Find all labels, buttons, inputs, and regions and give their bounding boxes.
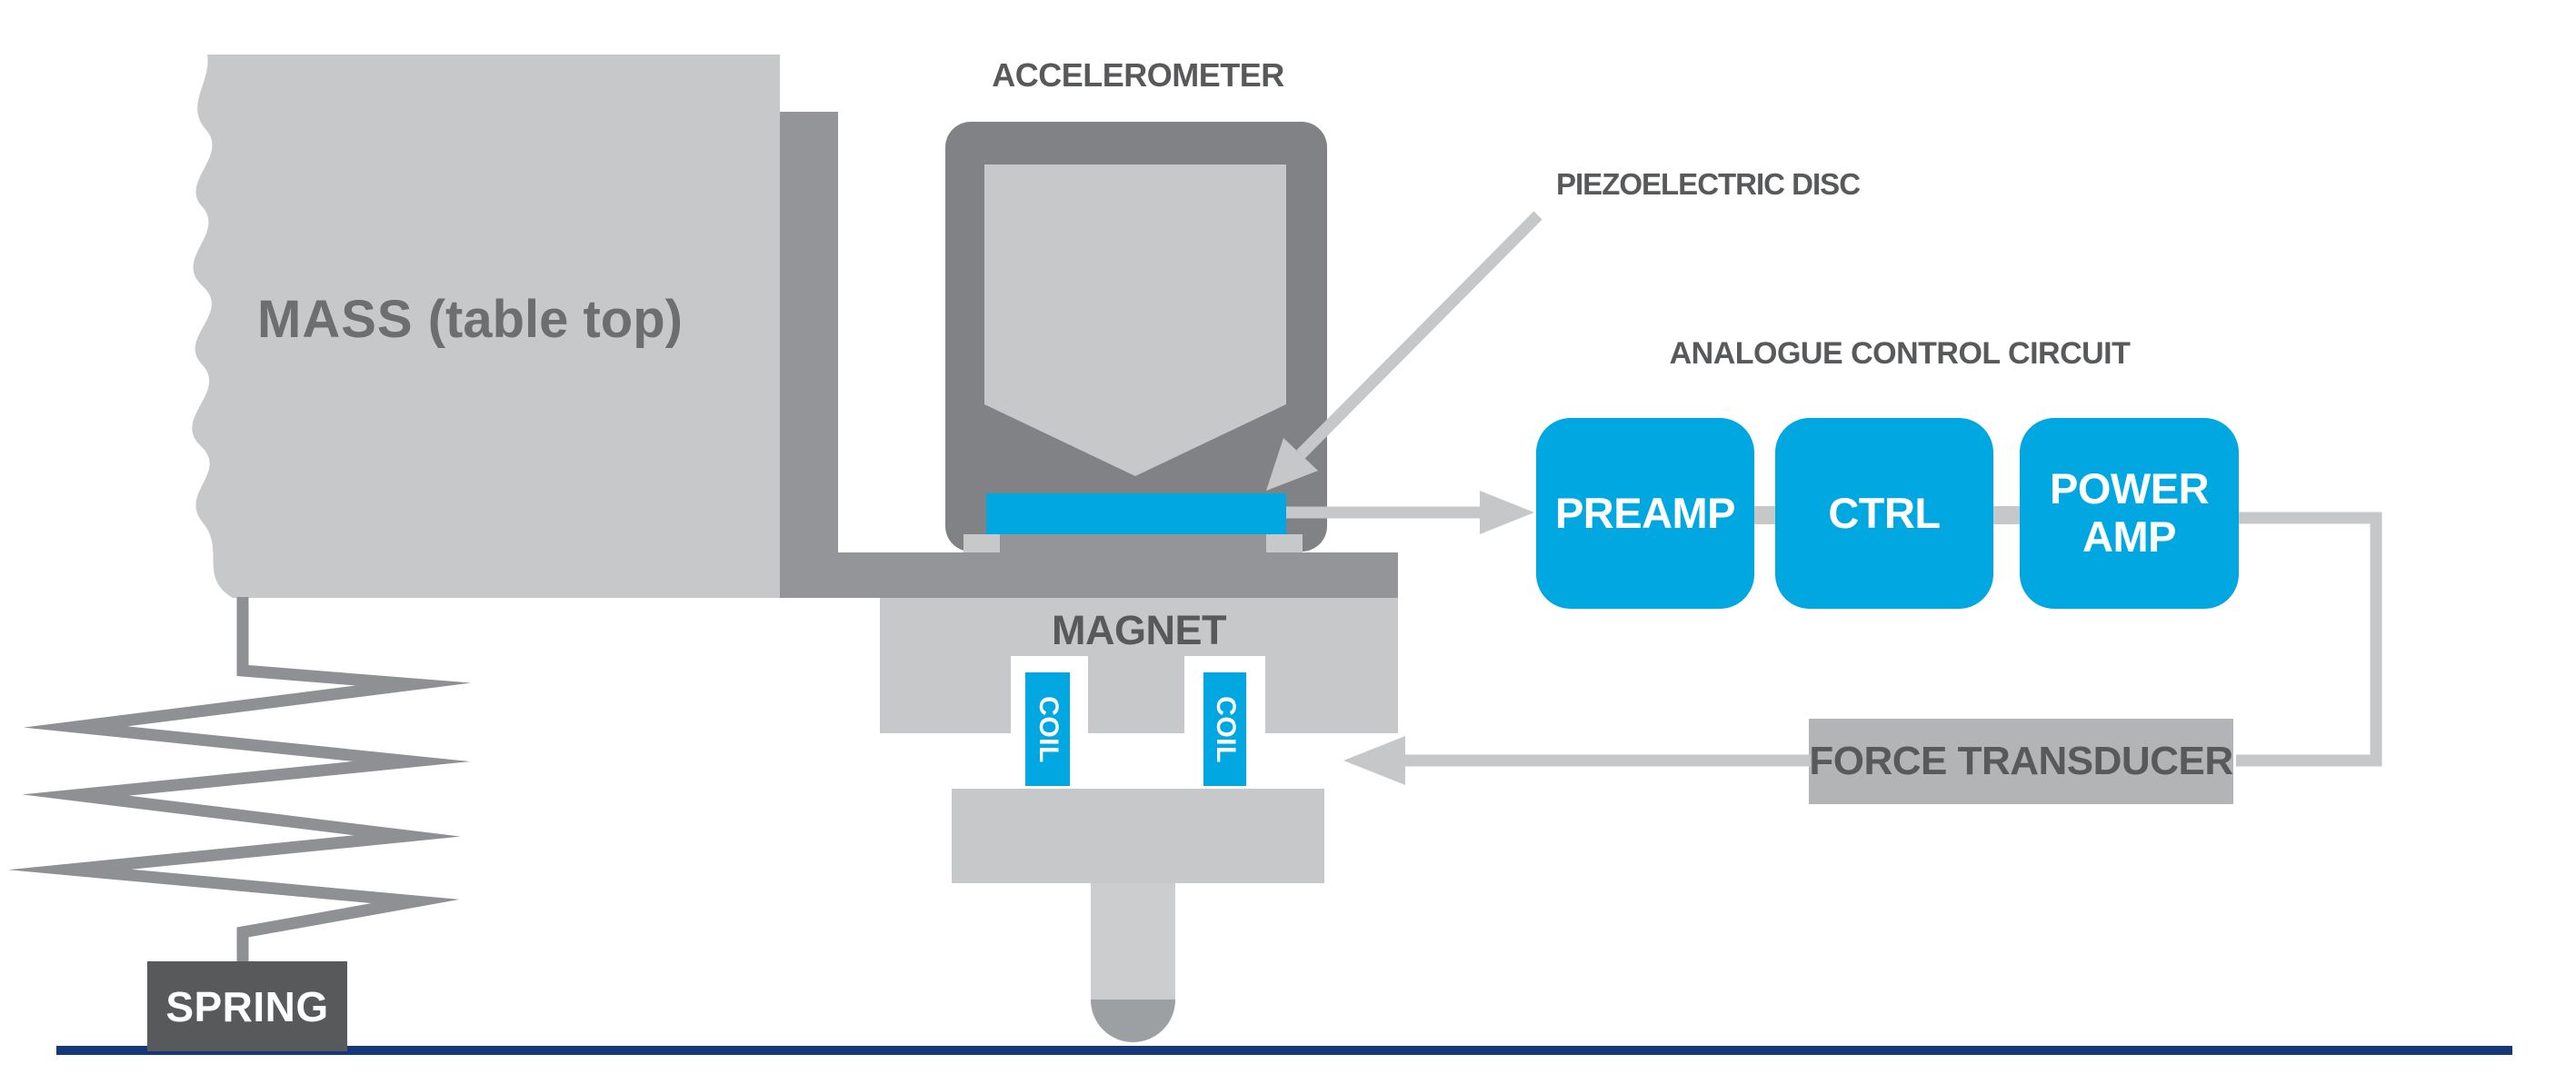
force-transducer-label: FORCE TRANSDUCER <box>1809 739 2233 783</box>
mass-block <box>192 55 780 598</box>
coil-left: COIL <box>1025 672 1070 786</box>
accelerometer-label: ACCELEROMETER <box>992 56 1284 94</box>
preamp-block: PREAMP <box>1536 418 1754 609</box>
analogue-control-circuit-label: ANALOGUE CONTROL CIRCUIT <box>1669 336 2131 371</box>
preamp-label: PREAMP <box>1554 488 1736 537</box>
magnet-body <box>880 598 1398 733</box>
power-amp-label: POWER AMP <box>2049 464 2210 561</box>
accelerometer-base-strip <box>986 534 1286 552</box>
accelerometer-seismic-mass <box>984 164 1286 476</box>
accelerometer-foot-right <box>1266 534 1303 552</box>
ground-baseline <box>56 1046 2512 1055</box>
power-amp-block: POWER AMP <box>2020 418 2239 609</box>
clamp-bar <box>780 112 838 598</box>
ctrl-poweramp-connector <box>1993 506 2020 524</box>
coil-right: COIL <box>1203 672 1246 786</box>
preamp-ctrl-connector <box>1754 506 1775 524</box>
transducer-to-shaker-arrowhead <box>1343 736 1405 785</box>
mass-label-paren: (table top) <box>413 290 683 349</box>
mounting-plate <box>780 552 1398 598</box>
disc-to-preamp-arrowhead <box>1480 491 1534 534</box>
force-transducer-block: FORCE TRANSDUCER <box>1809 719 2233 804</box>
piezoelectric-disc-label: PIEZOELECTRIC DISC <box>1556 167 1861 201</box>
magnet-label: MAGNET <box>1052 607 1227 653</box>
accelerometer-foot-left <box>964 534 1000 552</box>
piezo-pointer-line <box>1296 211 1543 459</box>
coil-right-label: COIL <box>1210 695 1241 763</box>
mass-label: MASS (table top) <box>257 289 683 350</box>
spring-wire <box>7 597 472 961</box>
mass-label-bold: MASS <box>257 290 414 349</box>
shaker-stem-cap <box>1091 999 1175 1042</box>
poweramp-feedback-path <box>2236 512 2382 767</box>
spring-label: SPRING <box>165 982 329 1030</box>
piezoelectric-disc <box>986 493 1286 534</box>
shaker-stem <box>1091 883 1175 1003</box>
ctrl-block: CTRL <box>1775 418 1993 609</box>
spring-label-box: SPRING <box>147 961 347 1051</box>
shaker-base-platform <box>952 789 1324 883</box>
ctrl-label: CTRL <box>1828 488 1941 537</box>
coil-left-label: COIL <box>1033 695 1063 763</box>
